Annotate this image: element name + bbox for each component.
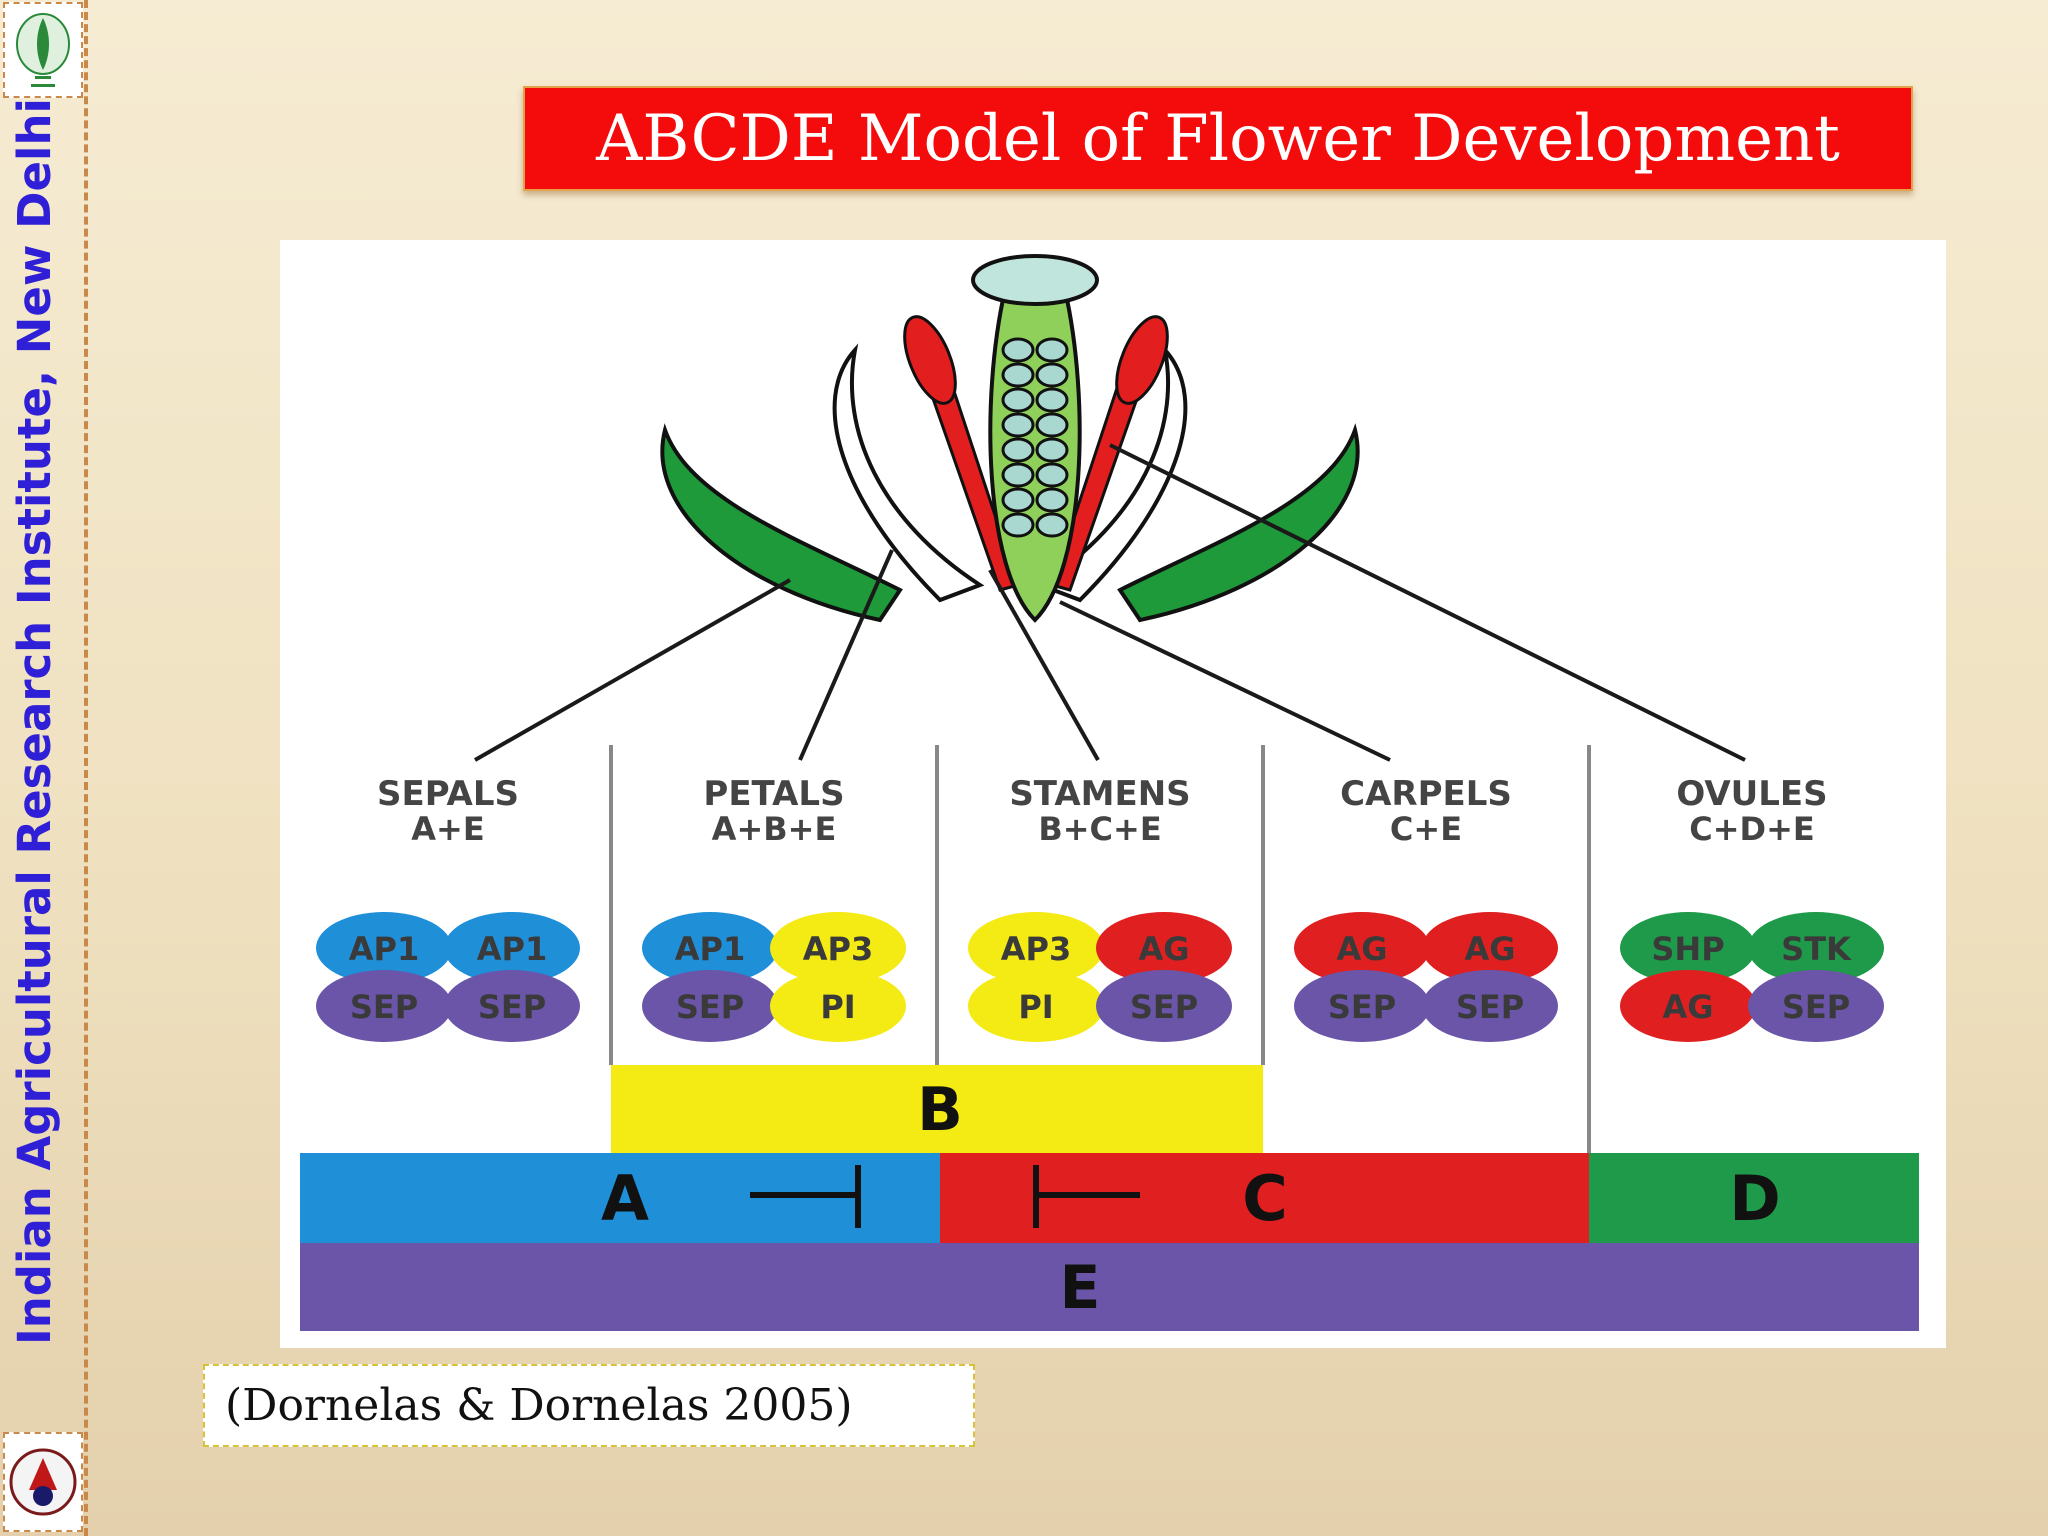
bar-b xyxy=(611,1065,1263,1153)
protein-label: SEP xyxy=(478,988,546,1026)
protein-circle xyxy=(444,912,580,984)
gene-bars: B A C D E xyxy=(300,1065,1919,1331)
protein-label: SEP xyxy=(1456,988,1524,1026)
protein-label: AP3 xyxy=(1001,930,1071,968)
icar-logo xyxy=(3,2,83,98)
bar-d xyxy=(1589,1153,1919,1243)
protein-label: PI xyxy=(1018,988,1053,1026)
protein-circle xyxy=(770,970,906,1042)
protein-circle xyxy=(1096,970,1232,1042)
protein-circle xyxy=(444,970,580,1042)
sepal-right xyxy=(1117,423,1360,623)
protein-label: AP3 xyxy=(803,930,873,968)
antagonism-symbol-a xyxy=(750,1165,861,1228)
organ-name: CARPELS xyxy=(1340,774,1512,814)
bar-b-label: B xyxy=(917,1075,963,1145)
bar-d-label: D xyxy=(1729,1162,1780,1235)
anther-right xyxy=(1115,315,1169,405)
protein-label: PI xyxy=(820,988,855,1026)
protein-circle xyxy=(642,912,778,984)
protein-label: STK xyxy=(1781,930,1852,968)
sidebar: Indian Agricultural Research Institute, … xyxy=(0,0,88,1536)
protein-circle xyxy=(1748,912,1884,984)
organ-genes: C+D+E xyxy=(1689,810,1815,848)
protein-label: SEP xyxy=(676,988,744,1026)
antagonism-symbol-c xyxy=(1033,1165,1140,1228)
protein-label: AP1 xyxy=(349,930,419,968)
ovules xyxy=(1001,337,1069,538)
protein-circle xyxy=(1294,912,1430,984)
bar-c-label: C xyxy=(1242,1162,1288,1235)
protein-label: SEP xyxy=(350,988,418,1026)
protein-circle xyxy=(316,970,452,1042)
organ-name: OVULES xyxy=(1676,774,1827,814)
citation-text: (Dornelas & Dornelas 2005) xyxy=(225,1380,853,1431)
title-banner: ABCDE Model of Flower Development xyxy=(523,86,1913,191)
protein-circle xyxy=(1620,970,1756,1042)
protein-circle xyxy=(1620,912,1756,984)
anther-left xyxy=(903,315,957,405)
bar-a-label: A xyxy=(601,1162,649,1235)
protein-label: AG xyxy=(1138,930,1189,968)
organ-genes: A+B+E xyxy=(712,810,837,848)
petal-left xyxy=(832,343,985,603)
organ-name: SEPALS xyxy=(377,774,519,814)
protein-circle xyxy=(642,970,778,1042)
protein-label: AP1 xyxy=(477,930,547,968)
protein-label: AP1 xyxy=(675,930,745,968)
organ-genes: C+E xyxy=(1390,810,1462,848)
protein-circle xyxy=(968,970,1104,1042)
protein-label: AG xyxy=(1662,988,1713,1026)
protein-label: SHP xyxy=(1651,930,1724,968)
citation-box: (Dornelas & Dornelas 2005) xyxy=(203,1364,975,1447)
organ-genes: A+E xyxy=(411,810,484,848)
organ-name: STAMENS xyxy=(1009,774,1190,814)
protein-circle xyxy=(1096,912,1232,984)
protein-circle xyxy=(1422,912,1558,984)
institute-banner: Indian Agricultural Research Institute, … xyxy=(8,98,61,1345)
protein-circle xyxy=(316,912,452,984)
protein-label: SEP xyxy=(1328,988,1396,1026)
bar-e xyxy=(300,1243,1919,1331)
bar-e-label: E xyxy=(1060,1253,1101,1323)
flower-illustration xyxy=(474,254,1746,762)
protein-circle xyxy=(968,912,1104,984)
stigma xyxy=(971,254,1099,306)
protein-circle xyxy=(1422,970,1558,1042)
slide-title: ABCDE Model of Flower Development xyxy=(596,101,1840,176)
pointer-lines xyxy=(474,443,1746,762)
protein-label: SEP xyxy=(1782,988,1850,1026)
protein-circle xyxy=(1294,970,1430,1042)
protein-circle xyxy=(770,912,906,984)
protein-label: AG xyxy=(1336,930,1387,968)
organ-name: PETALS xyxy=(703,774,844,814)
organ-genes: B+C+E xyxy=(1038,810,1161,848)
protein-circle xyxy=(1748,970,1884,1042)
iari-emblem xyxy=(3,1432,83,1532)
protein-label: SEP xyxy=(1130,988,1198,1026)
column-dividers xyxy=(609,745,1591,1155)
protein-label: AG xyxy=(1464,930,1515,968)
